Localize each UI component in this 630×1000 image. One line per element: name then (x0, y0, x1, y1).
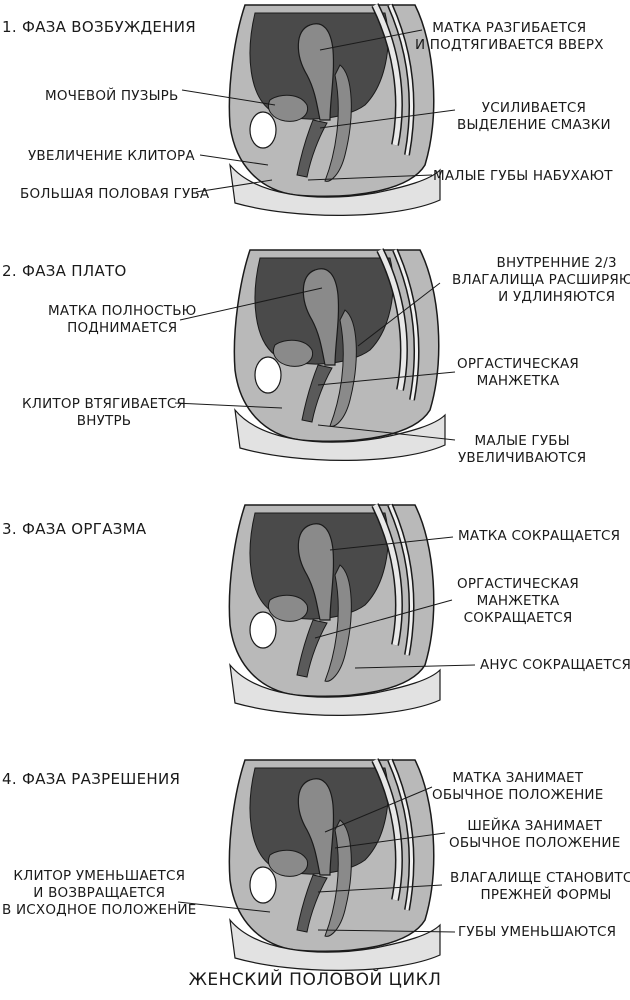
label-anus-contracts: АНУС СОКРАЩАЕТСЯ (480, 657, 630, 673)
illustration-plateau (234, 250, 445, 460)
panel-2-title: 2. ФАЗА ПЛАТО (2, 262, 127, 280)
illustration-resolution (229, 760, 440, 970)
figure-caption: ЖЕНСКИЙ ПОЛОВОЙ ЦИКЛ (188, 970, 442, 990)
panel-3-title: 3. ФАЗА ОРГАЗМА (2, 520, 147, 538)
label-labia-majora: БОЛЬШАЯ ПОЛОВАЯ ГУБА (20, 186, 210, 202)
illustration-orgasm (229, 505, 440, 715)
label-uterus-contracts: МАТКА СОКРАЩАЕТСЯ (458, 528, 621, 544)
panel-1-title: 1. ФАЗА ВОЗБУЖДЕНИЯ (2, 18, 197, 36)
label-labia-minora-swell: МАЛЫЕ ГУБЫ НАБУХАЮТ (433, 168, 613, 184)
panel-4-title: 4. ФАЗА РАЗРЕШЕНИЯ (2, 770, 181, 788)
label-labia-shrink: ГУБЫ УМЕНЬШАЮТСЯ (458, 924, 617, 940)
label-bladder: МОЧЕВОЙ ПУЗЫРЬ (45, 88, 179, 104)
label-clitoris-enlarges: УВЕЛИЧЕНИЕ КЛИТОРА (28, 148, 195, 164)
illustration-excitement (229, 5, 440, 215)
